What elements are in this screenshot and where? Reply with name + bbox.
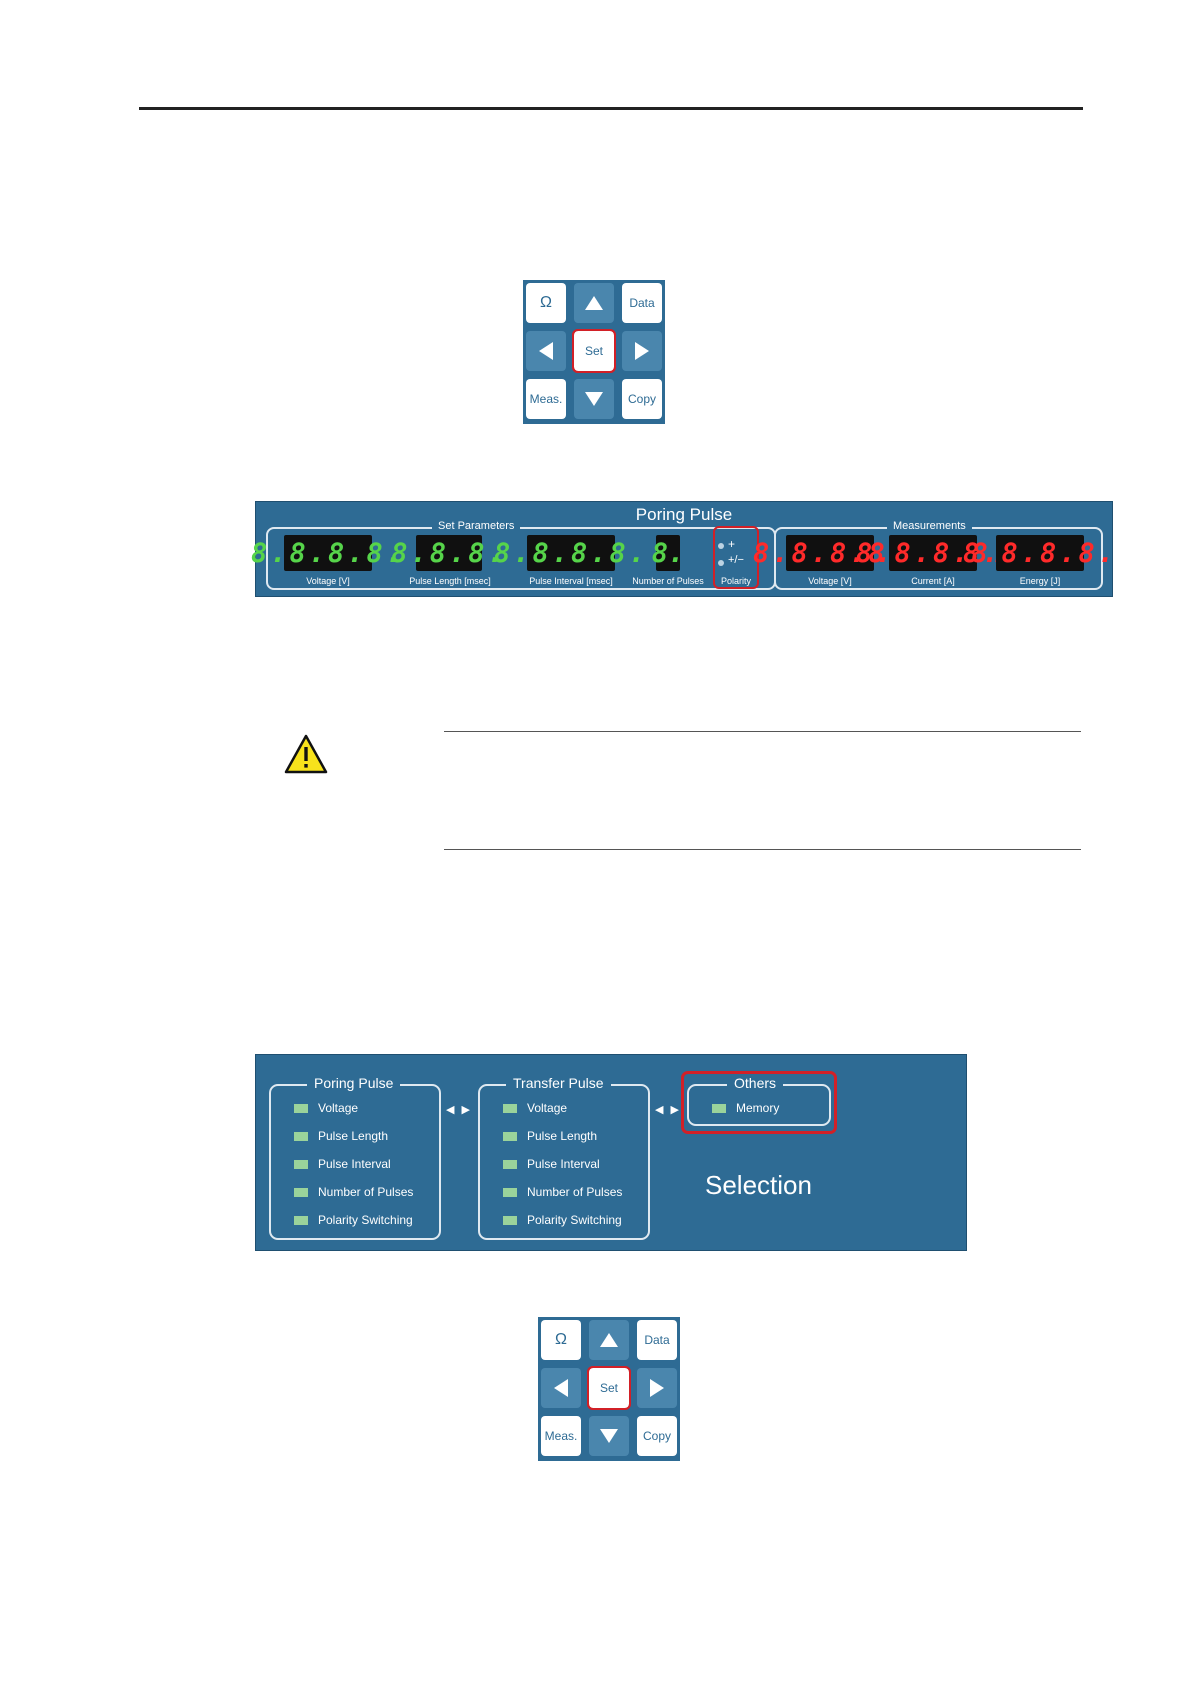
poring-item-pulse-length[interactable]: Pulse Length [294, 1129, 388, 1143]
led-indicator [503, 1159, 517, 1169]
measurements-label: Measurements [887, 520, 972, 532]
left-button[interactable] [541, 1368, 581, 1408]
others-highlight [681, 1071, 837, 1134]
led-indicator [503, 1103, 517, 1113]
poring-item-pulse-interval[interactable]: Pulse Interval [294, 1157, 391, 1171]
ohm-button[interactable]: Ω [541, 1320, 581, 1360]
right-button[interactable] [637, 1368, 677, 1408]
selection-panel: Poring Pulse Voltage Pulse Length Pulse … [255, 1054, 967, 1251]
poring-item-polarity-switching[interactable]: Polarity Switching [294, 1213, 413, 1227]
arrow-down-icon [600, 1429, 618, 1443]
data-button[interactable]: Data [622, 283, 662, 323]
transfer-item-number-of-pulses[interactable]: Number of Pulses [503, 1185, 622, 1199]
set-parameters-label: Set Parameters [432, 520, 521, 532]
measured-voltage-caption: Voltage [V] [808, 576, 852, 586]
group-switch-arrows: ◀ ▶ [446, 1104, 472, 1116]
poring-item-voltage[interactable]: Voltage [294, 1101, 358, 1115]
transfer-item-polarity-switching[interactable]: Polarity Switching [503, 1213, 622, 1227]
polarity-caption: Polarity [720, 576, 751, 586]
measured-energy-caption: Energy [J] [1019, 576, 1061, 586]
arrow-left-icon [554, 1379, 568, 1397]
polarity-plus-minus-label: +/− [728, 554, 744, 566]
item-label: Polarity Switching [527, 1213, 622, 1227]
left-button[interactable] [526, 331, 566, 371]
meas-button[interactable]: Meas. [541, 1416, 581, 1456]
measured-current-caption: Current [A] [911, 576, 955, 586]
pulse-length-display: 8.8.8. [391, 535, 504, 571]
selection-title: Selection [705, 1170, 812, 1200]
transfer-item-pulse-interval[interactable]: Pulse Interval [503, 1157, 600, 1171]
set-button[interactable]: Set [587, 1366, 631, 1410]
transfer-item-voltage[interactable]: Voltage [503, 1101, 567, 1115]
pulse-interval-caption: Pulse Interval [msec] [529, 576, 613, 586]
panel-title: Poring Pulse [635, 505, 733, 524]
led-indicator [294, 1131, 308, 1141]
set-button[interactable]: Set [572, 329, 616, 373]
number-of-pulses-display: 8. [652, 535, 684, 571]
item-label: Pulse Interval [318, 1157, 391, 1171]
led-indicator [294, 1187, 308, 1197]
right-button[interactable] [622, 331, 662, 371]
arrow-right-icon [635, 342, 649, 360]
poring-item-number-of-pulses[interactable]: Number of Pulses [294, 1185, 413, 1199]
others-item-memory[interactable]: Memory [712, 1101, 779, 1115]
arrow-up-icon [600, 1333, 618, 1347]
arrow-down-icon [585, 392, 603, 406]
led-indicator [294, 1215, 308, 1225]
led-indicator [294, 1103, 308, 1113]
warning-triangle-icon [284, 734, 328, 774]
transfer-item-pulse-length[interactable]: Pulse Length [503, 1129, 597, 1143]
item-label: Memory [736, 1101, 780, 1115]
polarity-highlight [713, 526, 759, 589]
pulse-length-caption: Pulse Length [msec] [409, 576, 491, 586]
down-button[interactable] [589, 1416, 629, 1456]
transfer-pulse-label: Transfer Pulse [506, 1075, 611, 1091]
poring-pulse-label: Poring Pulse [307, 1075, 401, 1091]
down-button[interactable] [574, 379, 614, 419]
pulse-interval-display: 8.8.8.8. [494, 535, 645, 571]
group-switch-arrows: ◀ ▶ [655, 1104, 681, 1116]
item-label: Voltage [318, 1101, 359, 1115]
polarity-plus-led [718, 543, 724, 549]
up-button[interactable] [574, 283, 614, 323]
data-button[interactable]: Data [637, 1320, 677, 1360]
item-label: Polarity Switching [318, 1213, 413, 1227]
led-indicator [503, 1215, 517, 1225]
meas-button[interactable]: Meas. [526, 379, 566, 419]
measured-energy-display: 8.8.8.8. [963, 535, 1114, 571]
led-indicator [503, 1187, 517, 1197]
item-label: Number of Pulses [527, 1185, 623, 1199]
poring-pulse-panel: Poring Pulse Set Parameters 8.8.8.8. Vol… [251, 501, 1114, 597]
copy-button[interactable]: Copy [637, 1416, 677, 1456]
keypad-top: Ω Data Set Meas. Copy [523, 280, 665, 424]
header-rule [139, 107, 1083, 110]
voltage-display: 8.8.8.8. [251, 535, 402, 571]
voltage-caption: Voltage [V] [306, 576, 350, 586]
arrow-up-icon [585, 296, 603, 310]
keypad-bottom: Ω Data Set Meas. Copy [538, 1317, 680, 1461]
caution-rule-top [444, 731, 1081, 732]
arrow-right-icon [650, 1379, 664, 1397]
number-of-pulses-caption: Number of Pulses [632, 576, 704, 586]
polarity-plus-minus-led [718, 560, 724, 566]
caution-rule-bottom [444, 849, 1081, 850]
led-indicator [294, 1159, 308, 1169]
polarity-plus-label: + [728, 537, 736, 551]
led-indicator [712, 1103, 726, 1113]
copy-button[interactable]: Copy [622, 379, 662, 419]
item-label: Pulse Length [527, 1129, 598, 1143]
others-label: Others [727, 1075, 784, 1091]
item-label: Pulse Interval [527, 1157, 600, 1171]
led-indicator [503, 1131, 517, 1141]
ohm-button[interactable]: Ω [526, 283, 566, 323]
item-label: Voltage [527, 1101, 568, 1115]
up-button[interactable] [589, 1320, 629, 1360]
item-label: Pulse Length [318, 1129, 389, 1143]
item-label: Number of Pulses [318, 1185, 414, 1199]
arrow-left-icon [539, 342, 553, 360]
